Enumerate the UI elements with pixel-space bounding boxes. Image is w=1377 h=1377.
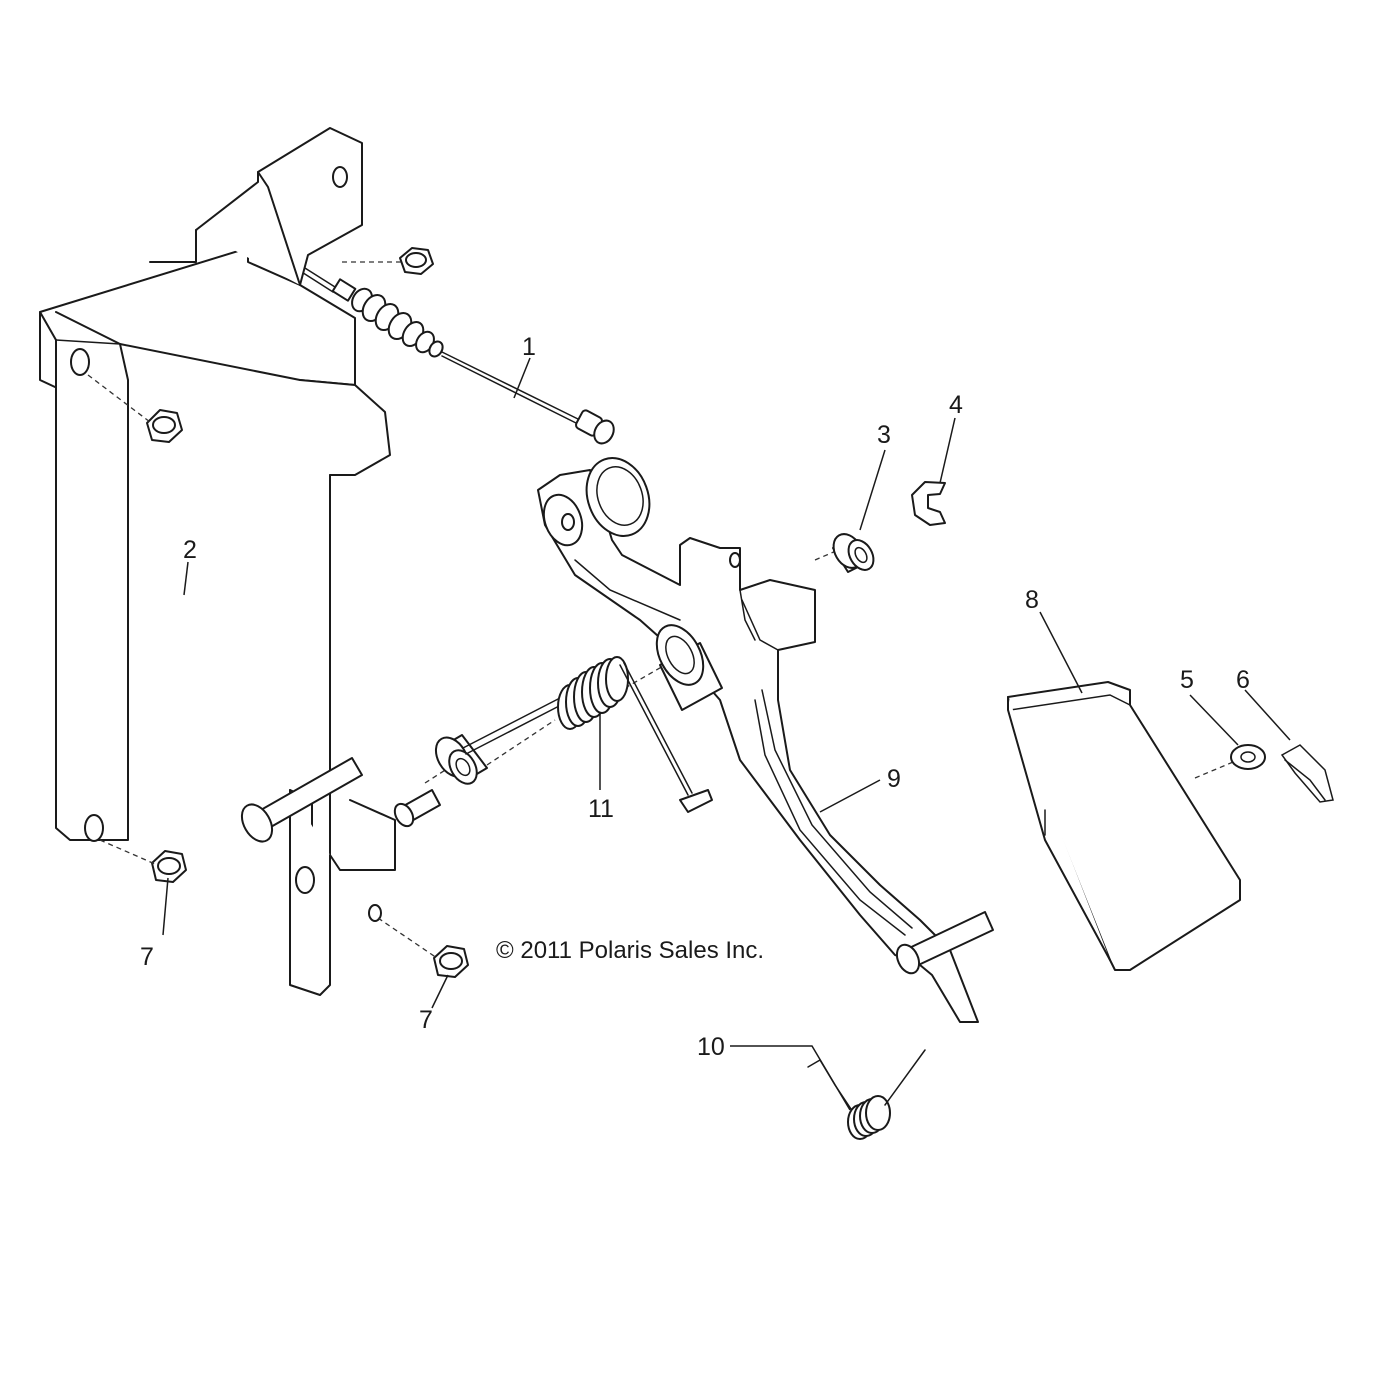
callout-2: 2: [183, 536, 197, 564]
callout-8: 8: [1025, 586, 1039, 614]
callout-4: 4: [949, 391, 963, 419]
alignment-line: [377, 917, 438, 959]
leader-line: [819, 779, 881, 813]
leader-line: [431, 974, 449, 1009]
torsion-spring: [807, 1049, 926, 1140]
alignment-line: [99, 839, 156, 865]
callout-6: 6: [1236, 666, 1250, 694]
leader-line: [1039, 611, 1083, 694]
pivot-shaft: [240, 757, 441, 843]
callout-9: 9: [887, 765, 901, 793]
callout-3: 3: [877, 421, 891, 449]
leader-line: [859, 449, 886, 531]
leader-line: [183, 561, 189, 596]
throttle-cable: [296, 262, 615, 445]
callout-11: 11: [588, 795, 614, 823]
return-spring: [462, 656, 713, 813]
flange-nut-middle: [146, 409, 183, 443]
alignment-line: [424, 766, 451, 784]
alignment-line: [87, 374, 151, 423]
alignment-line: [486, 719, 556, 766]
alignment-line: [624, 664, 666, 689]
leader-line: [1244, 689, 1291, 741]
e-clip: [911, 481, 946, 526]
washer: [1230, 744, 1266, 770]
leader-line: [939, 417, 956, 484]
flange-nut-upper: [399, 247, 434, 275]
copyright-notice: © 2011 Polaris Sales Inc.: [496, 937, 764, 964]
callout-10: 10: [697, 1033, 725, 1061]
flange-nut-lower: [151, 850, 187, 883]
callout-7-left: 7: [140, 943, 154, 971]
hairpin-clip: [1280, 744, 1334, 803]
flange-nut-bracket: [433, 945, 469, 978]
mounting-bracket: [39, 127, 396, 996]
leader-line: [1189, 694, 1239, 746]
pedal-pad: [1007, 681, 1241, 971]
bushing: [832, 533, 875, 573]
leader-line: [513, 357, 531, 399]
pivot-bushing: [434, 734, 488, 785]
pedal-arm: [537, 457, 994, 1023]
callout-1: 1: [522, 333, 536, 361]
callout-5: 5: [1180, 666, 1194, 694]
leader-line: [730, 1045, 851, 1111]
callout-7-right: 7: [419, 1006, 433, 1034]
leader-line: [162, 877, 169, 936]
